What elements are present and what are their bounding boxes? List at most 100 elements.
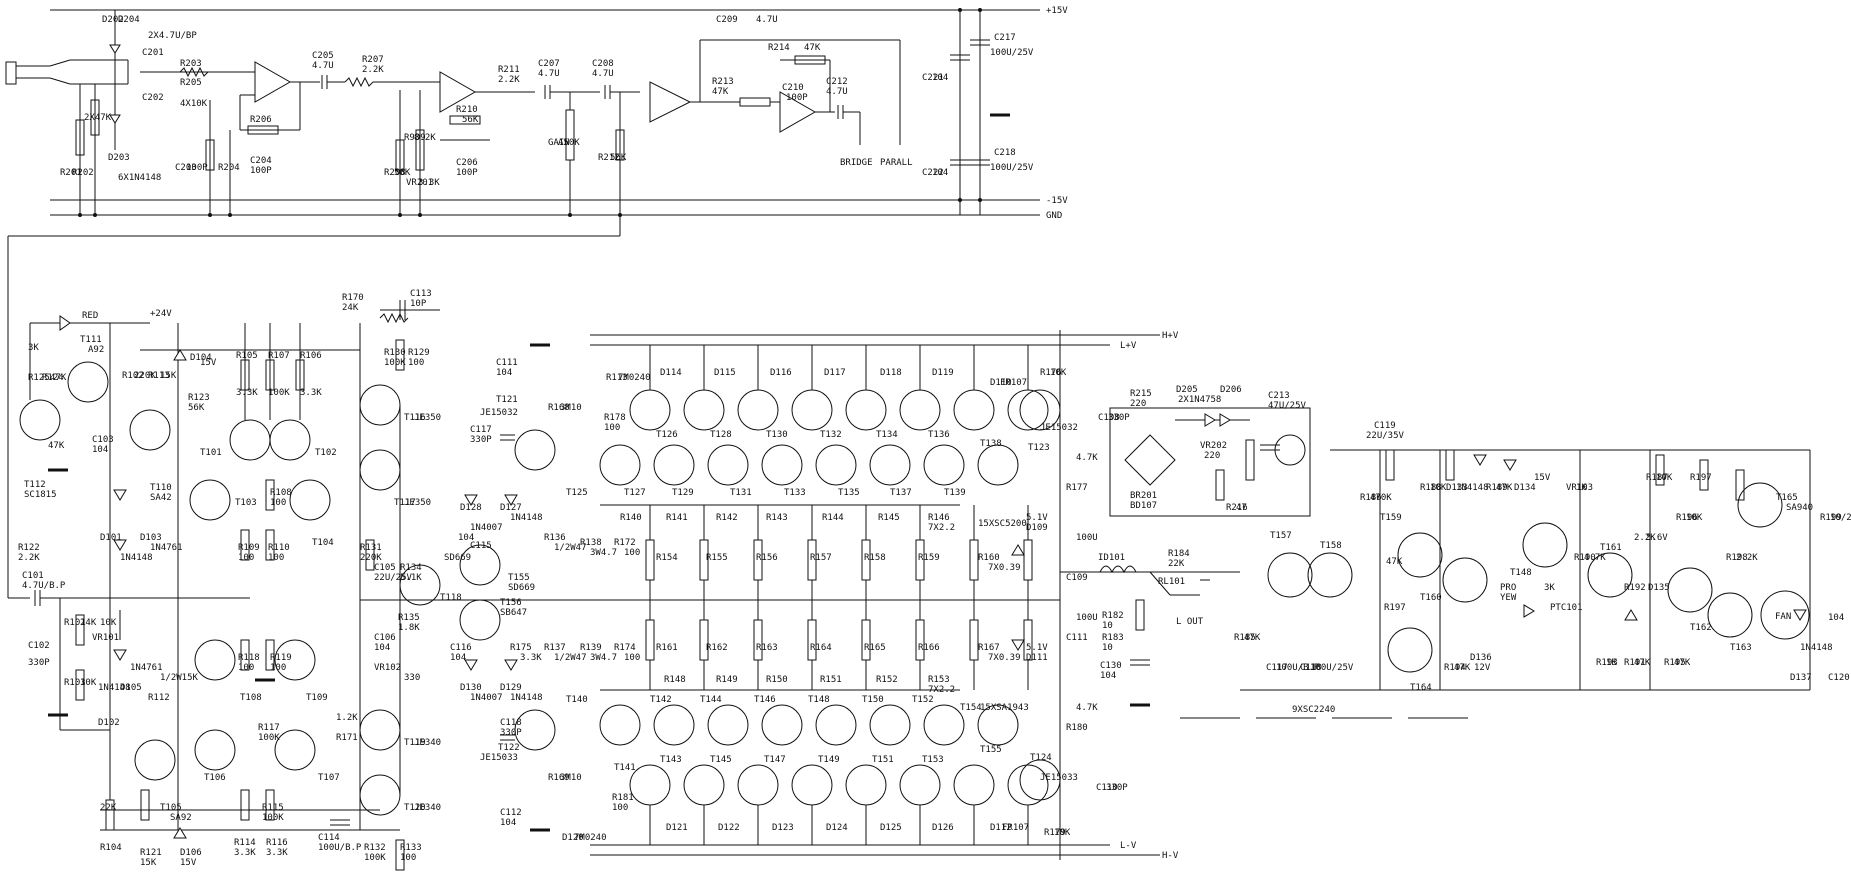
lbl-t105: T105 [160, 803, 182, 813]
lbl-r177: R177 [1066, 483, 1088, 493]
lbl-r123: R123 [188, 393, 210, 403]
label-r909-val: 8.2K [414, 133, 436, 143]
output-transistor-upper [869, 444, 911, 486]
label-c221-val: 104 [932, 73, 948, 83]
label-c209: C209 [716, 15, 738, 25]
lbl-t138: T138 [980, 439, 1002, 449]
lbl-c106-val: 104 [374, 643, 390, 653]
lbl-t119-type: JE340 [414, 738, 441, 748]
lbl-d134: D134 [1514, 483, 1536, 493]
emitter-resistor [1023, 539, 1033, 581]
lbl-r129: R129 [408, 348, 430, 358]
lbl-r183-val: 10 [1102, 643, 1113, 653]
rail-label-p15: +15V [1046, 6, 1068, 16]
lbl-rl101: RL101 [1158, 577, 1185, 587]
lbl-d136: D136 [1470, 653, 1492, 663]
lbl-r153-val: 7X2.2 [928, 685, 955, 695]
lbl-c117-b-val: 100U/B.P [1276, 663, 1320, 673]
label-r909: R909 [404, 133, 426, 143]
lbl-r186: R186 [1360, 493, 1382, 503]
label-gain-val: A50K [558, 138, 580, 148]
lbl-d130-val: 1N4007 [470, 693, 503, 703]
lbl-r183: R183 [1102, 633, 1124, 643]
lbl-r215-val: 220 [1130, 399, 1146, 409]
lbl-r194: R194 [1444, 663, 1466, 673]
lbl-d112: D112 [990, 823, 1012, 833]
lbl-t117-type: JE350 [404, 498, 431, 508]
lbl-t120: T120 [404, 803, 426, 813]
lbl-c114: C114 [318, 833, 340, 843]
lbl-t163: T163 [1730, 643, 1752, 653]
lbl-r113: R113 [148, 371, 170, 381]
lbl-r151: R151 [820, 675, 842, 685]
lbl-t105-type: SA92 [170, 813, 192, 823]
lbl-r182-val: 10 [1102, 621, 1113, 631]
lbl-d134-val: 15V [1534, 473, 1551, 483]
lbl-r193-val: 1K [1606, 658, 1617, 668]
lbl-r197b: R197 [1384, 603, 1406, 613]
lbl-t111: T111 [80, 335, 102, 345]
lbl-id101: ID101 [1098, 553, 1125, 563]
lbl-r167: R167 [978, 643, 1000, 653]
rail-label-gnd: GND [1046, 211, 1062, 221]
lbl-pro: PRO [1500, 583, 1516, 593]
lbl-r157: R157 [810, 553, 832, 563]
lbl-r117-val: 100K [258, 733, 280, 743]
lbl-r134: R134 [400, 563, 422, 573]
lbl-t103: T103 [235, 498, 257, 508]
lbl-t150: T150 [862, 695, 884, 705]
lbl-r131-val: 220K [360, 553, 382, 563]
lbl-t128: T128 [710, 430, 732, 440]
lbl-d104: D104 [190, 353, 212, 363]
lbl-r130: R130 [384, 348, 406, 358]
lbl-t129: T129 [672, 488, 694, 498]
vas-stage: R170 24K C113 10P R130 100K R129 100 T11… [318, 289, 471, 871]
label-d202: D202 [102, 15, 124, 25]
lbl-r186-val: 470K [1370, 493, 1392, 503]
lbl-r174-val: 100 [624, 653, 640, 663]
lbl-r171-val: 1.2K [336, 713, 358, 723]
lbl-r104-val: 22K [100, 803, 117, 813]
lbl-t156: T156 [500, 598, 522, 608]
output-transistor-lower [845, 764, 887, 806]
lbl-c111-a-val: 104 [496, 368, 512, 378]
lbl-a92: A92 [88, 345, 104, 355]
lbl-r193: R193 [1596, 658, 1618, 668]
lbl-d110-val: FR107 [1000, 378, 1027, 388]
lbl-r136: R136 [544, 533, 566, 543]
output-transistor-upper [653, 444, 695, 486]
lbl-r113b-val: 7M0240 [618, 373, 651, 383]
lbl-c111-b: C111 [1066, 633, 1088, 643]
lbl-d125: D125 [880, 823, 902, 833]
lbl-r105-val: 3.3K [236, 388, 258, 398]
lbl-t149: T149 [818, 755, 840, 765]
lbl-c118-b-val: 100U/25V [1310, 663, 1354, 673]
lbl-r130-val: 100K [384, 358, 406, 368]
lbl-r107-val: 100K [268, 388, 290, 398]
lbl-3k: 3K [28, 343, 39, 353]
lbl-r141: R141 [666, 513, 688, 523]
lbl-t142: T142 [650, 695, 672, 705]
lbl-c113: C113 [410, 289, 432, 299]
lbl-r177-val: 4.7K [1076, 453, 1098, 463]
label-c202: C202 [142, 93, 164, 103]
label-c210-val: 100P [786, 93, 808, 103]
label-gain: GAIN [548, 138, 570, 148]
output-transistor-lower [653, 704, 695, 746]
lbl-r115-val: 100K [262, 813, 284, 823]
lbl-d121: D121 [666, 823, 688, 833]
lbl-r146-val: 7X2.2 [928, 523, 955, 533]
lbl-t151: T151 [872, 755, 894, 765]
lbl-t159: T159 [1380, 513, 1402, 523]
lbl-d102: D102 [98, 718, 120, 728]
rail-label-p24: +24V [150, 309, 172, 319]
output-transistor-upper [761, 444, 803, 486]
lbl-r142: R142 [716, 513, 738, 523]
lbl-t127: T127 [624, 488, 646, 498]
lbl-t139: T139 [944, 488, 966, 498]
lbl-r144: R144 [822, 513, 844, 523]
emitter-resistor [969, 619, 979, 661]
lbl-c103: C103 [92, 435, 114, 445]
output-transistor-lower [1007, 764, 1049, 806]
lbl-c106: C106 [374, 633, 396, 643]
